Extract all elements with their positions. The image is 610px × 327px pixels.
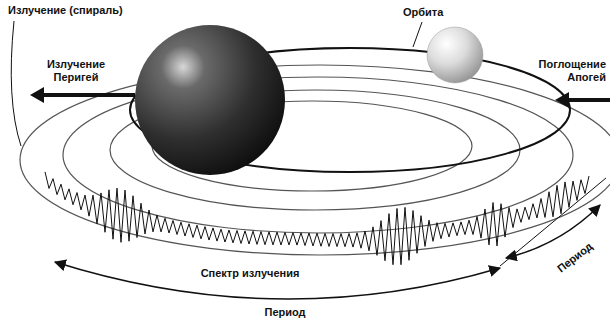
orbiting-body [427,27,483,83]
absorption-arrow [555,92,610,108]
label: Период [547,234,602,281]
label: Излучение Перигей [36,58,116,84]
radiation-spiral [20,65,610,255]
emission-arrow [30,87,135,103]
period-arrow [55,262,500,299]
emission-spectrum [45,172,589,265]
label: Орбита [403,6,463,19]
leader-line [413,22,422,47]
central-body [135,25,285,175]
label: Период [245,306,325,319]
leader-line [11,21,21,146]
label: Излучение (спираль) [8,4,148,17]
label: Спектр излучения [190,267,310,280]
label: Поглощение Апогей [526,58,606,84]
